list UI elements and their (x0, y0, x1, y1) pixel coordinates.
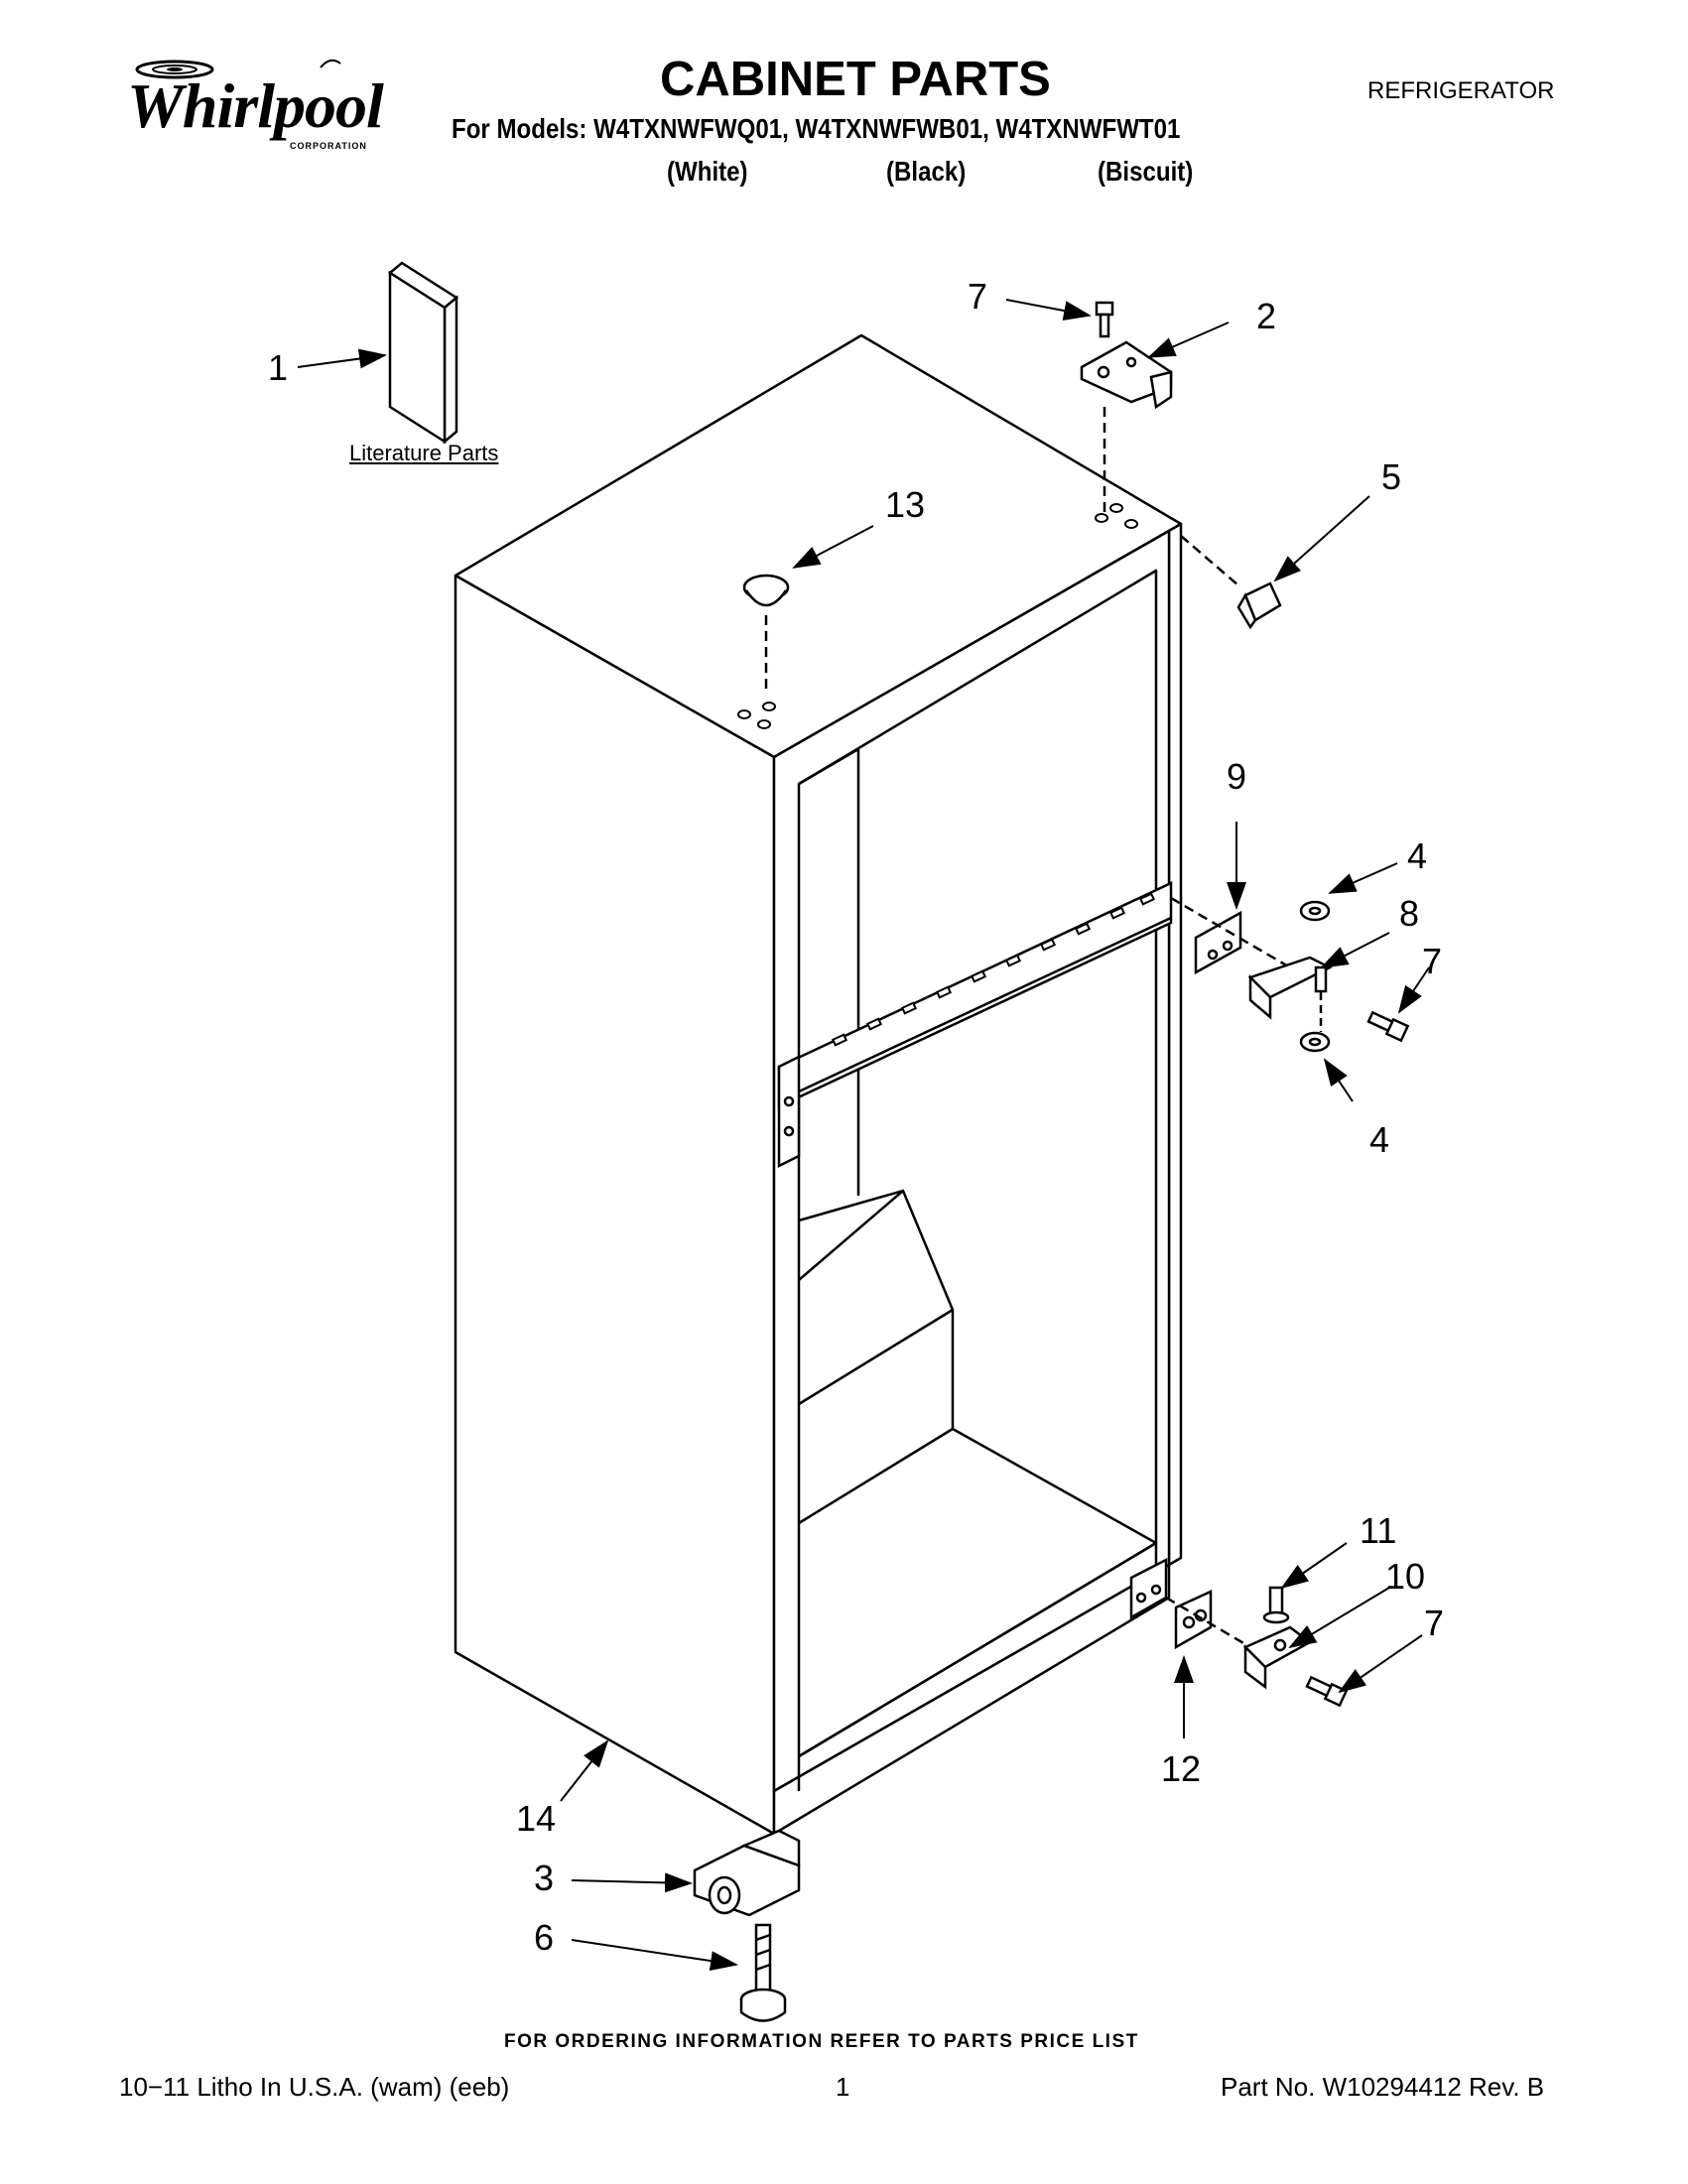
plug-part (742, 574, 790, 695)
brand-subtext: CORPORATION (290, 141, 367, 151)
color-biscuit: (Biscuit) (1098, 156, 1194, 187)
callout-leaders (297, 299, 1430, 1972)
callout-10: 10 (1385, 1556, 1426, 1597)
callout-4-top: 4 (1407, 835, 1428, 876)
brand-logo: Whirlpool CORPORATION (117, 48, 384, 157)
brand-name: Whirlpool (127, 70, 384, 141)
literature-parts-label: Literature Parts (349, 441, 499, 465)
callout-13: 13 (885, 484, 926, 525)
part-number: Part No. W10294412 Rev. B (1221, 2072, 1545, 2102)
literature-booklet (387, 261, 459, 445)
inner-liner (798, 1189, 1157, 1545)
callout-11: 11 (1360, 1510, 1397, 1551)
top-holes (737, 503, 1138, 729)
callout-4-bottom: 4 (1369, 1119, 1390, 1160)
callout-2: 2 (1256, 296, 1277, 336)
center-hinge-assembly (1170, 896, 1410, 1053)
cabinet-shell (454, 333, 1183, 1836)
page-title: CABINET PARTS (660, 53, 1051, 106)
callout-7-top: 7 (968, 276, 988, 317)
divider-rail (777, 881, 1173, 1169)
doc-type: REFRIGERATOR (1367, 77, 1555, 104)
callout-8: 8 (1399, 893, 1420, 934)
callout-14: 14 (516, 1798, 557, 1839)
models-line: For Models: W4TXNWFWQ01, W4TXNWFWB01, W4… (452, 113, 1181, 144)
roller-and-leg-assembly (693, 1829, 801, 2022)
callout-7-middle: 7 (1422, 941, 1443, 981)
callout-3: 3 (534, 1858, 555, 1898)
hinge-cover-part (1180, 535, 1282, 630)
callout-7-bottom: 7 (1424, 1603, 1445, 1643)
callout-5: 5 (1381, 456, 1402, 497)
callout-12: 12 (1161, 1748, 1202, 1789)
callout-6: 6 (534, 1917, 555, 1958)
callout-1: 1 (268, 347, 289, 388)
ordering-note: FOR ORDERING INFORMATION REFER TO PARTS … (504, 2031, 1139, 2052)
logo-swirl-icon (135, 59, 341, 79)
color-black: (Black) (886, 156, 967, 187)
page-number: 1 (836, 2072, 850, 2102)
color-white: (White) (667, 156, 748, 187)
litho-info: 10−11 Litho In U.S.A. (wam) (eeb) (119, 2072, 510, 2102)
callout-9: 9 (1227, 756, 1247, 797)
